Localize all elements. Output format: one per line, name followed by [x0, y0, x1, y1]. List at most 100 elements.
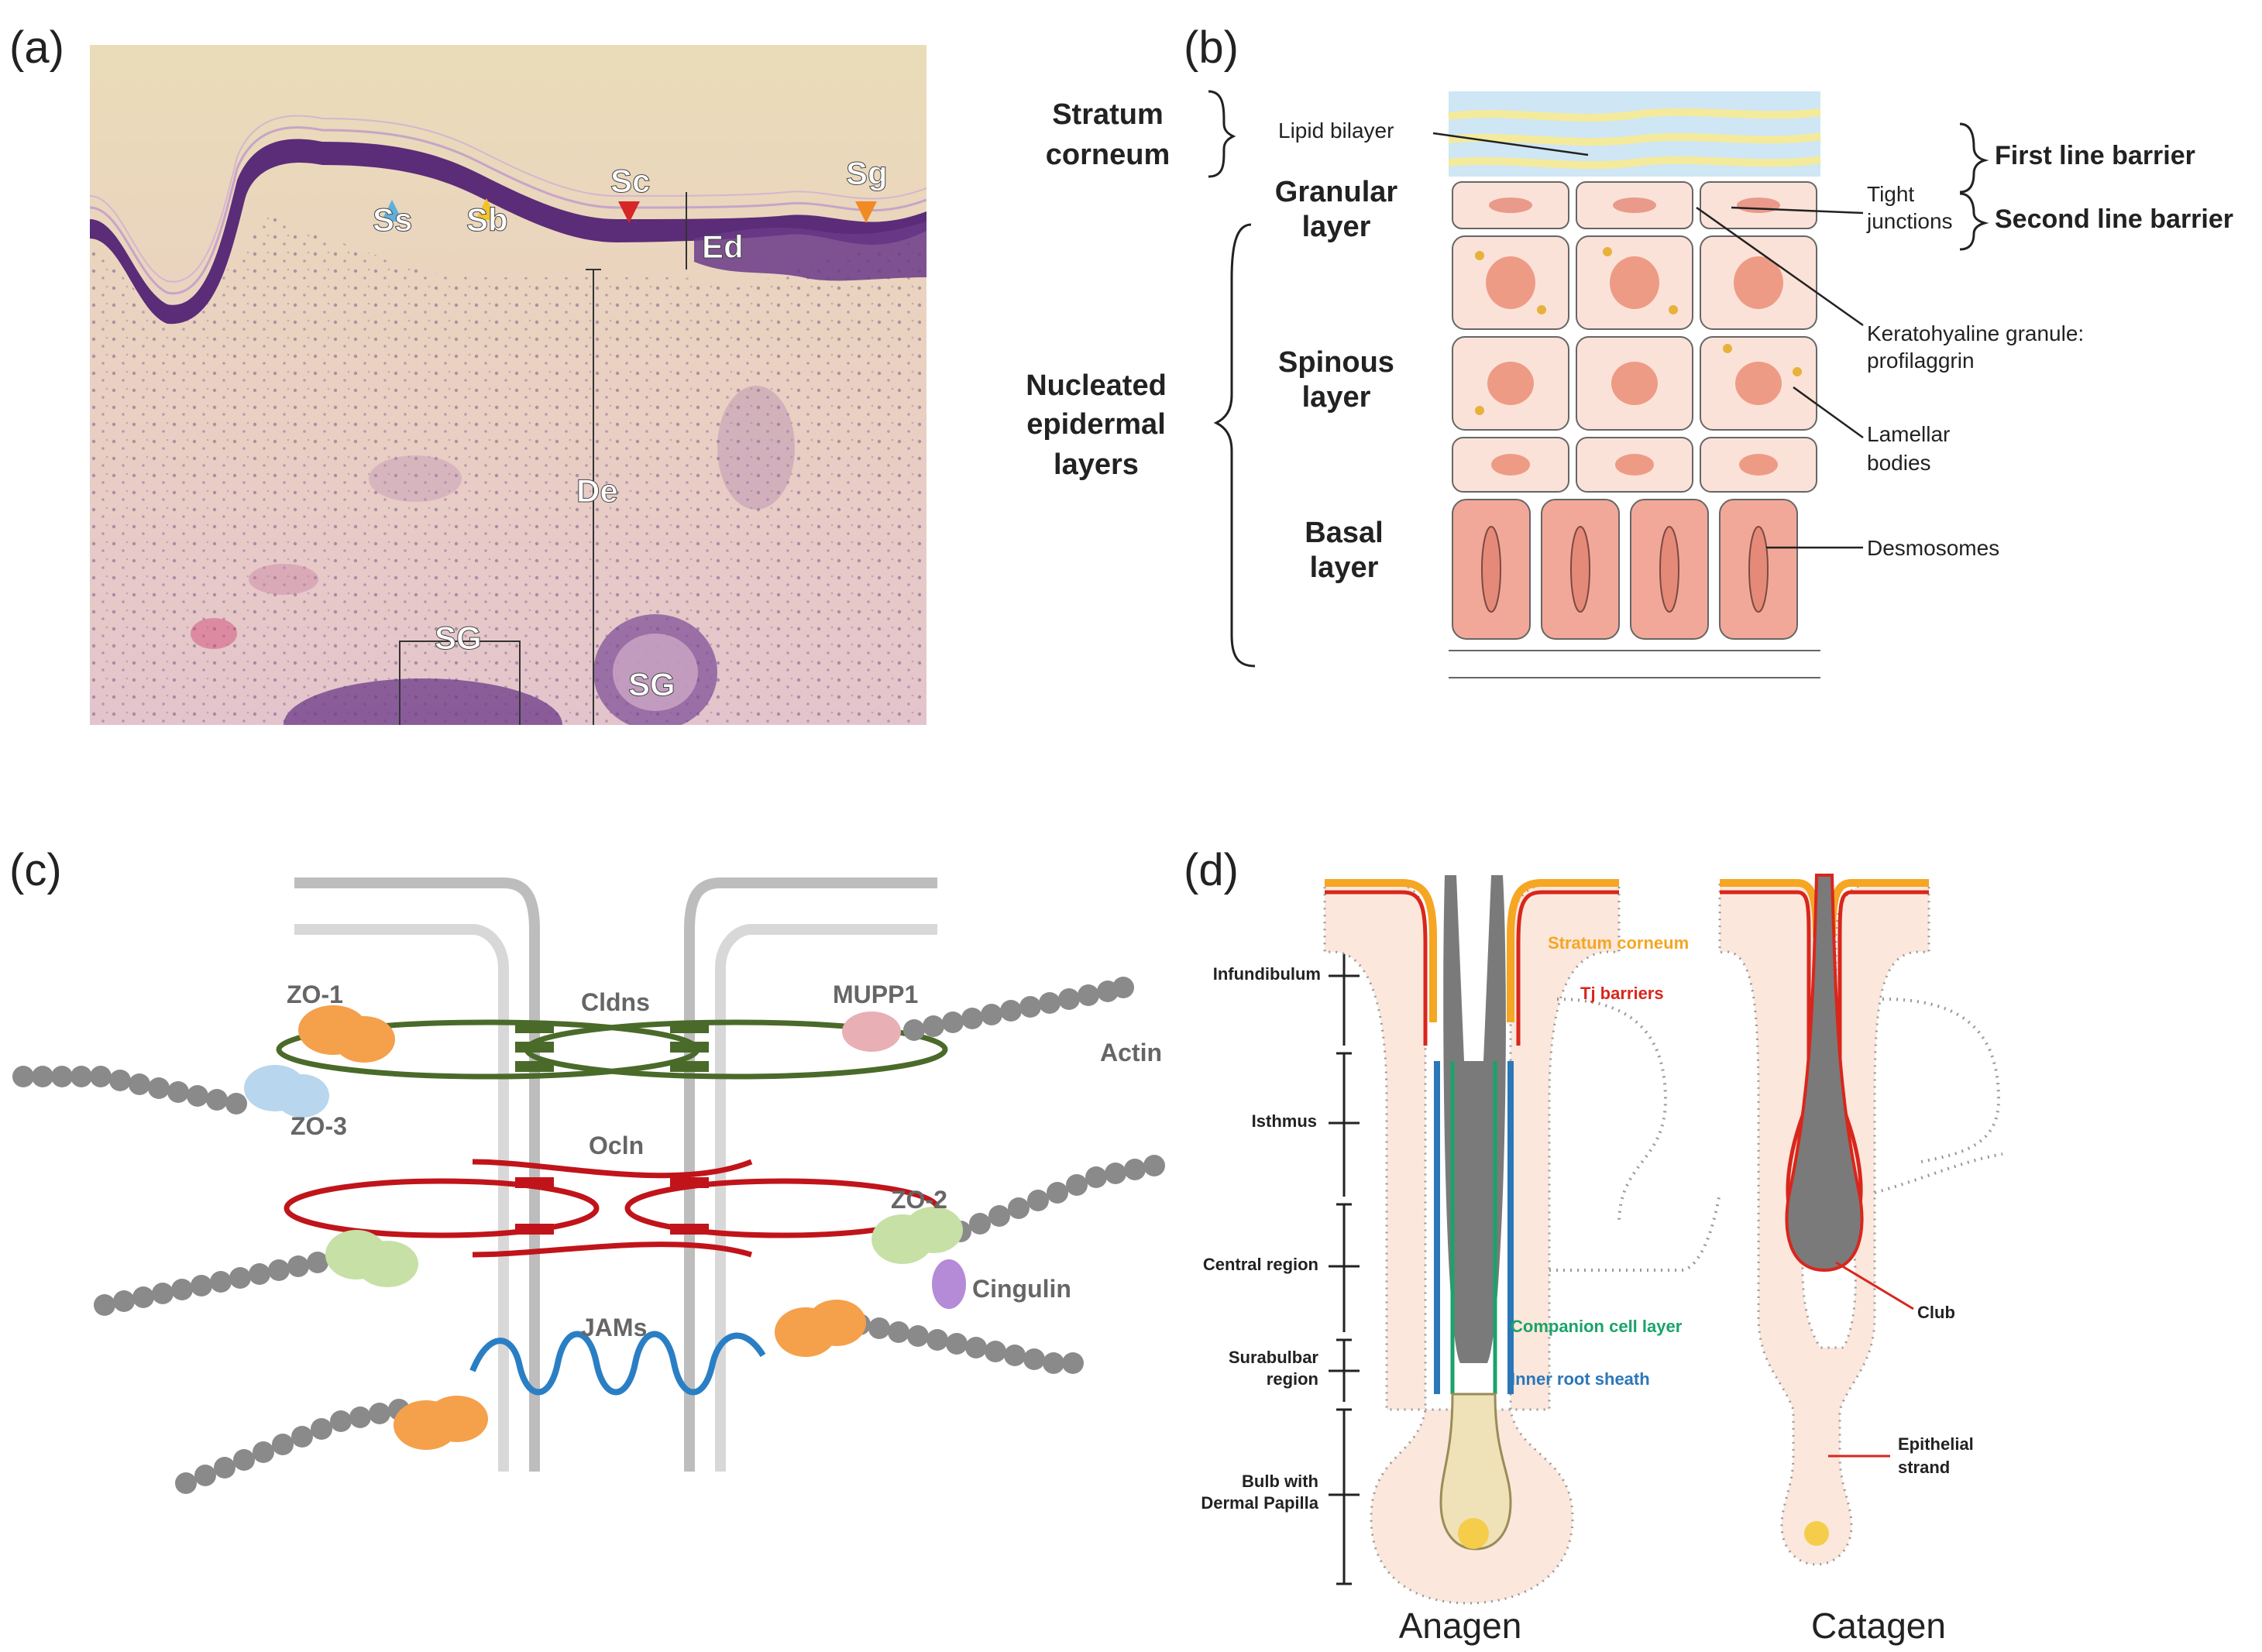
label-basal-2: layer	[1310, 551, 1379, 584]
actin-left-low	[175, 1399, 410, 1494]
legend-irs: Inner root sheath	[1511, 1369, 1650, 1389]
label-surabulbar-2: region	[1267, 1369, 1318, 1389]
actin-left-top	[12, 1066, 247, 1114]
label-epi-2: strand	[1898, 1458, 1950, 1477]
label-nucleated-3: layers	[1054, 448, 1139, 481]
catagen-sheath	[1718, 881, 1930, 1566]
catagen-follicle	[1718, 874, 2003, 1566]
actin-right-mid	[950, 1155, 1165, 1242]
cingulin-shape	[932, 1259, 966, 1309]
sc-arrow-icon	[618, 201, 640, 223]
anagen-follicle	[1323, 875, 1721, 1605]
label-nucleated-1: Nucleated	[1026, 369, 1167, 402]
label-zo3: ZO-3	[290, 1112, 347, 1140]
dermal-structure	[369, 455, 462, 502]
actin-right-top	[903, 977, 1134, 1041]
actin-left-mid	[94, 1252, 328, 1316]
panel-a-histology: Ss Sb Sc Sg Ed De SG SG	[90, 45, 926, 725]
annot-lamellar-1: Lamellar	[1867, 422, 1950, 446]
label-bulb-1: Bulb with	[1242, 1472, 1318, 1491]
panel-b-epidermis: Stratum corneum Granular layer Nucleated…	[1026, 90, 2233, 678]
sg-bracket	[399, 641, 521, 725]
label-cldns: Cldns	[581, 988, 650, 1016]
label-sg-gland-2: SG	[628, 666, 676, 702]
label-sb: Sb	[466, 201, 508, 238]
label-ss: Ss	[373, 201, 412, 238]
label-granular-1: Granular	[1275, 176, 1398, 208]
label-sg-small: Sg	[846, 155, 888, 191]
stratum-corneum-line-2	[90, 115, 926, 283]
zo2-shape	[904, 1207, 963, 1253]
annot-lipid: Lipid bilayer	[1278, 118, 1394, 143]
label-stratum-1: Stratum	[1052, 98, 1164, 131]
annot-kerato-1: Keratohyaline granule:	[1867, 321, 2084, 345]
anagen-sheath	[1323, 881, 1621, 1605]
panel-a-label: (a)	[9, 22, 64, 73]
sebaceous-gland-left	[284, 678, 562, 725]
label-ed: Ed	[702, 228, 744, 265]
panel-d-hair-follicle: Infundibulum Isthmus Central region Sura…	[1201, 874, 2003, 1646]
panel-d-label: (d)	[1184, 845, 1239, 895]
region-bracket	[1329, 916, 1360, 1585]
label-sg-gland-1: SG	[435, 620, 482, 656]
label-zo2: ZO-2	[891, 1186, 947, 1214]
dermal-structure	[717, 386, 795, 510]
zo-orange-shape	[807, 1300, 866, 1346]
catagen-papilla	[1804, 1521, 1829, 1546]
annot-kerato-2: profilaggrin	[1867, 349, 1975, 373]
ss-arrow-icon	[381, 200, 403, 222]
label-ocln: Ocln	[589, 1132, 644, 1159]
epidermis-thick-region	[694, 222, 926, 281]
label-second-barrier: Second line barrier	[1995, 204, 2233, 234]
hair-bulb	[1439, 1393, 1512, 1551]
mupp1-shape	[842, 1011, 901, 1052]
panel-c-label: (c)	[9, 845, 62, 895]
brace-second-barrier	[1959, 192, 1989, 251]
label-jams: JAMs	[581, 1314, 647, 1341]
title-catagen: Catagen	[1811, 1606, 1946, 1646]
label-epi-1: Epithelial	[1898, 1434, 1974, 1454]
label-de: De	[576, 472, 618, 509]
zo-orange-shape	[426, 1396, 488, 1442]
annot-tight-1: Tight	[1867, 182, 1914, 206]
annot-desmosomes: Desmosomes	[1867, 536, 1999, 560]
panel-c-tight-junction: ZO-1 ZO-3 Cldns MUPP1 Actin Ocln ZO-2 Ci…	[12, 878, 1165, 1494]
label-stratum-2: corneum	[1046, 139, 1170, 171]
legend-tj: Tj barriers	[1580, 984, 1664, 1003]
label-bulb-2: Dermal Papilla	[1201, 1493, 1318, 1513]
zo3-shape	[275, 1074, 329, 1118]
label-nucleated-2: epidermal	[1026, 408, 1166, 441]
sg-arrow-icon	[855, 201, 877, 223]
red-blood-cells	[191, 618, 237, 649]
label-spinous-1: Spinous	[1278, 346, 1394, 379]
label-club: Club	[1917, 1303, 1955, 1322]
club-hair	[1785, 874, 1864, 1272]
cell-layers	[1448, 91, 1821, 678]
dermal-papilla	[1458, 1518, 1489, 1549]
zo1-shape	[333, 1016, 395, 1063]
actin-right-low	[849, 1314, 1084, 1374]
legend-companion: Companion cell layer	[1511, 1317, 1683, 1336]
label-first-barrier: First line barrier	[1995, 141, 2195, 170]
annot-lamellar-2: bodies	[1867, 451, 1931, 475]
dermal-structure	[249, 564, 318, 595]
jams-line	[469, 1331, 766, 1396]
label-mupp1: MUPP1	[833, 981, 918, 1008]
label-actin: Actin	[1100, 1039, 1162, 1066]
label-surabulbar-1: Surabulbar	[1229, 1348, 1319, 1367]
dermis-texture	[90, 215, 926, 725]
sb-arrow-icon	[476, 198, 497, 220]
legend-stratum: Stratum corneum	[1548, 933, 1689, 953]
label-granular-2: layer	[1302, 211, 1371, 243]
label-isthmus: Isthmus	[1252, 1111, 1317, 1131]
label-cingulin: Cingulin	[972, 1275, 1071, 1303]
annot-tight-2: junctions	[1866, 209, 1953, 233]
brace-stratum-corneum	[1208, 90, 1236, 178]
stratum-corneum-line	[90, 126, 926, 295]
title-anagen: Anagen	[1399, 1606, 1522, 1646]
brace-first-barrier	[1959, 122, 1989, 194]
label-spinous-2: layer	[1302, 381, 1371, 414]
label-basal-1: Basal	[1305, 517, 1383, 549]
label-central: Central region	[1203, 1255, 1318, 1274]
sebaceous-gland-inner	[613, 634, 698, 711]
